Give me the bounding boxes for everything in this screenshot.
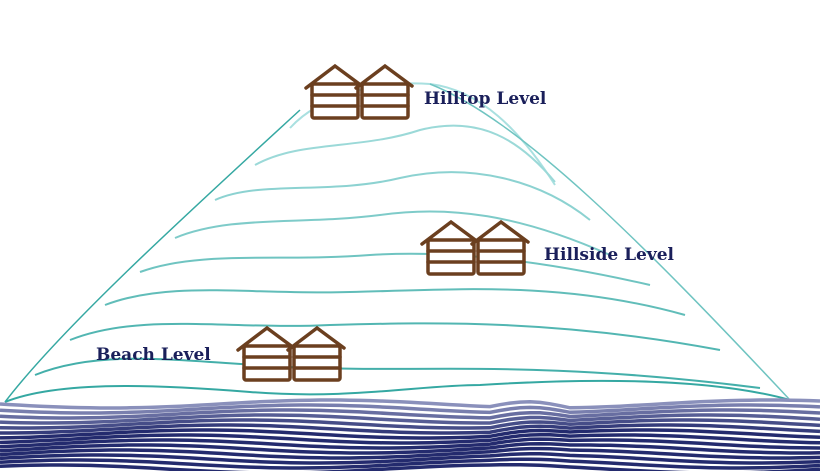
cabin-body (476, 238, 526, 276)
wave-line (0, 432, 820, 445)
wave-line (0, 418, 820, 430)
cabins (236, 63, 530, 382)
cabin-icon (236, 325, 346, 382)
contour-line (139, 252, 651, 286)
cabin-log-lines (242, 355, 292, 370)
wave-line (0, 437, 820, 450)
cabin-roof (304, 63, 364, 90)
wave-line (0, 441, 820, 455)
cabin-body (292, 344, 342, 382)
wave-line (0, 398, 820, 410)
wave-line (0, 446, 820, 460)
ocean-wave-lines (0, 398, 820, 471)
cabin-roof (470, 219, 530, 246)
cabin-roof (236, 325, 296, 352)
hill-contour-lines (4, 82, 791, 403)
hill-left-edge (4, 109, 301, 403)
cabin-log-lines (426, 249, 476, 264)
contour-line (254, 124, 556, 183)
wave-line (0, 428, 820, 440)
cabin-body (310, 82, 360, 120)
wave-line (0, 408, 820, 420)
contour-line (4, 379, 791, 403)
cabin-roof (354, 63, 414, 90)
contour-line (214, 171, 591, 221)
wave-line (0, 451, 820, 465)
cabin-log-lines (360, 93, 410, 108)
cabin-icon (420, 219, 530, 276)
cabin-icon (304, 63, 414, 120)
wave-line (0, 423, 820, 435)
cabin-body (360, 82, 410, 120)
cabin-log-lines (310, 93, 360, 108)
contour-line (69, 322, 721, 351)
cabin-body (426, 238, 476, 276)
cabin-log-lines (292, 355, 342, 370)
cabin-log-lines (476, 249, 526, 264)
contour-line (174, 210, 611, 256)
hill-right-edge (429, 83, 791, 401)
cabin-roof (286, 325, 346, 352)
wave-line (0, 457, 820, 470)
contour-line (104, 288, 686, 316)
wave-line (0, 413, 820, 425)
cabin-roof (420, 219, 480, 246)
beach-level-label: Beach Level (96, 345, 211, 365)
hilltop-level-label: Hilltop Level (424, 89, 547, 109)
wave-line (0, 463, 820, 471)
hillside-level-label: Hillside Level (544, 245, 675, 265)
cabin-body (242, 344, 292, 382)
wave-line (0, 403, 820, 415)
